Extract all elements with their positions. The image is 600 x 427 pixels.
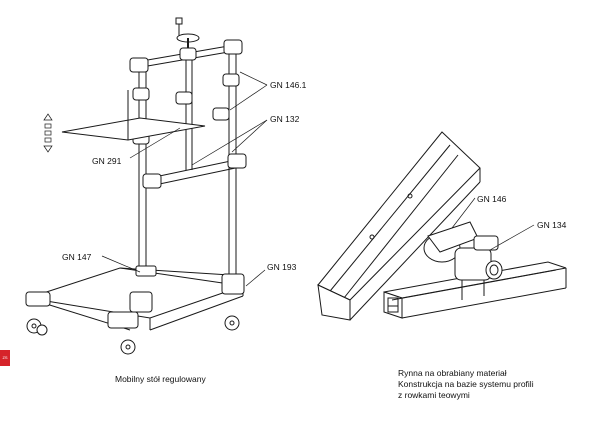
handwheel (175, 17, 200, 55)
frame-clamps (129, 39, 247, 189)
caption-trough-line-1: Rynna na obrabiany materiał (398, 368, 507, 378)
castor-wheels (26, 315, 240, 355)
callout-gn-146-1: GN 146.1 (270, 80, 307, 90)
caption-mobile-table: Mobilny stół regulowany (115, 374, 206, 384)
callout-gn-193: GN 193 (267, 262, 297, 272)
callout-gn-132: GN 132 (270, 114, 300, 124)
callout-gn-147: GN 147 (62, 252, 92, 262)
page-badge: ZS (0, 350, 10, 366)
callout-gn-291: GN 291 (92, 156, 122, 166)
caption-trough-line-2: Konstrukcja na bazie systemu profili (398, 379, 534, 389)
mobile-table-drawing (25, 17, 268, 355)
workpiece-trough (317, 131, 481, 321)
caption-trough-line-3: z rowkami teowymi (398, 390, 470, 400)
adjustable-tabletop (61, 90, 206, 141)
callout-gn-146: GN 146 (477, 194, 507, 204)
leader-lines-right (451, 197, 535, 251)
trough-drawing (317, 131, 567, 321)
leader-lines-left (101, 71, 268, 287)
clamp-assembly (423, 221, 503, 300)
callout-gn-134: GN 134 (537, 220, 567, 230)
base-frame (25, 265, 245, 331)
height-adjust-arrows (43, 113, 53, 153)
